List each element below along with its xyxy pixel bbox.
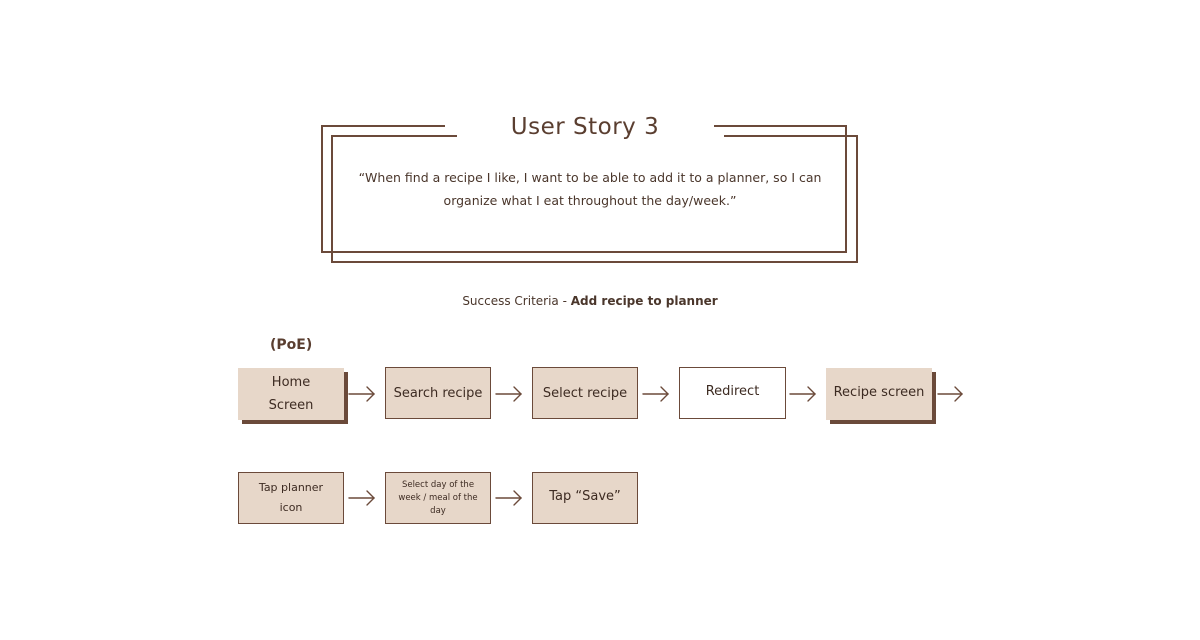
node-select-recipe-label: Select recipe	[542, 385, 628, 401]
node-select-day-line-3: day	[430, 505, 446, 516]
story-quote: “When find a recipe I like, I want to be…	[340, 166, 840, 212]
story-quote-line-2: organize what I eat throughout the day/w…	[443, 193, 737, 208]
criteria-prefix: Success Criteria -	[462, 294, 571, 308]
arrow-redirect-to-recipe	[789, 386, 816, 402]
arrow-select-to-redirect	[642, 386, 669, 402]
node-search-recipe-label: Search recipe	[393, 385, 483, 401]
node-home-screen-line-1: Home	[271, 375, 311, 390]
node-recipe-screen-label: Recipe screen	[833, 384, 925, 400]
node-select-day-line-2: week / meal of the	[398, 492, 478, 503]
node-search-recipe: Search recipe	[385, 367, 491, 419]
node-home-screen-line-2: Screen	[268, 398, 314, 413]
node-select-day-line-1: Select day of the	[401, 479, 475, 490]
arrow-select-day-to-save	[495, 490, 522, 506]
node-home-screen: Home Screen	[238, 368, 344, 420]
story-quote-line-1: “When find a recipe I like, I want to be…	[358, 170, 822, 185]
arrow-recipe-continue	[937, 386, 963, 402]
arrow-search-to-select	[495, 386, 522, 402]
node-tap-planner-line-1: Tap planner	[258, 481, 324, 494]
poe-label: (PoE)	[270, 337, 313, 353]
node-select-recipe: Select recipe	[532, 367, 638, 419]
node-tap-planner-line-2: icon	[279, 501, 303, 514]
node-tap-save-label: Tap “Save”	[549, 488, 621, 504]
node-tap-planner-icon: Tap planner icon	[238, 472, 344, 524]
story-title: User Story 3	[510, 114, 660, 140]
node-redirect: Redirect	[679, 367, 786, 419]
node-recipe-screen: Recipe screen	[826, 368, 932, 420]
node-select-day: Select day of the week / meal of the day	[385, 472, 491, 524]
arrow-planner-to-select-day	[348, 490, 375, 506]
arrow-home-to-search	[348, 386, 375, 402]
success-criteria: Success Criteria - Add recipe to planner	[400, 294, 780, 308]
criteria-bold: Add recipe to planner	[570, 294, 718, 308]
node-redirect-label: Redirect	[705, 383, 760, 399]
node-tap-save: Tap “Save”	[532, 472, 638, 524]
